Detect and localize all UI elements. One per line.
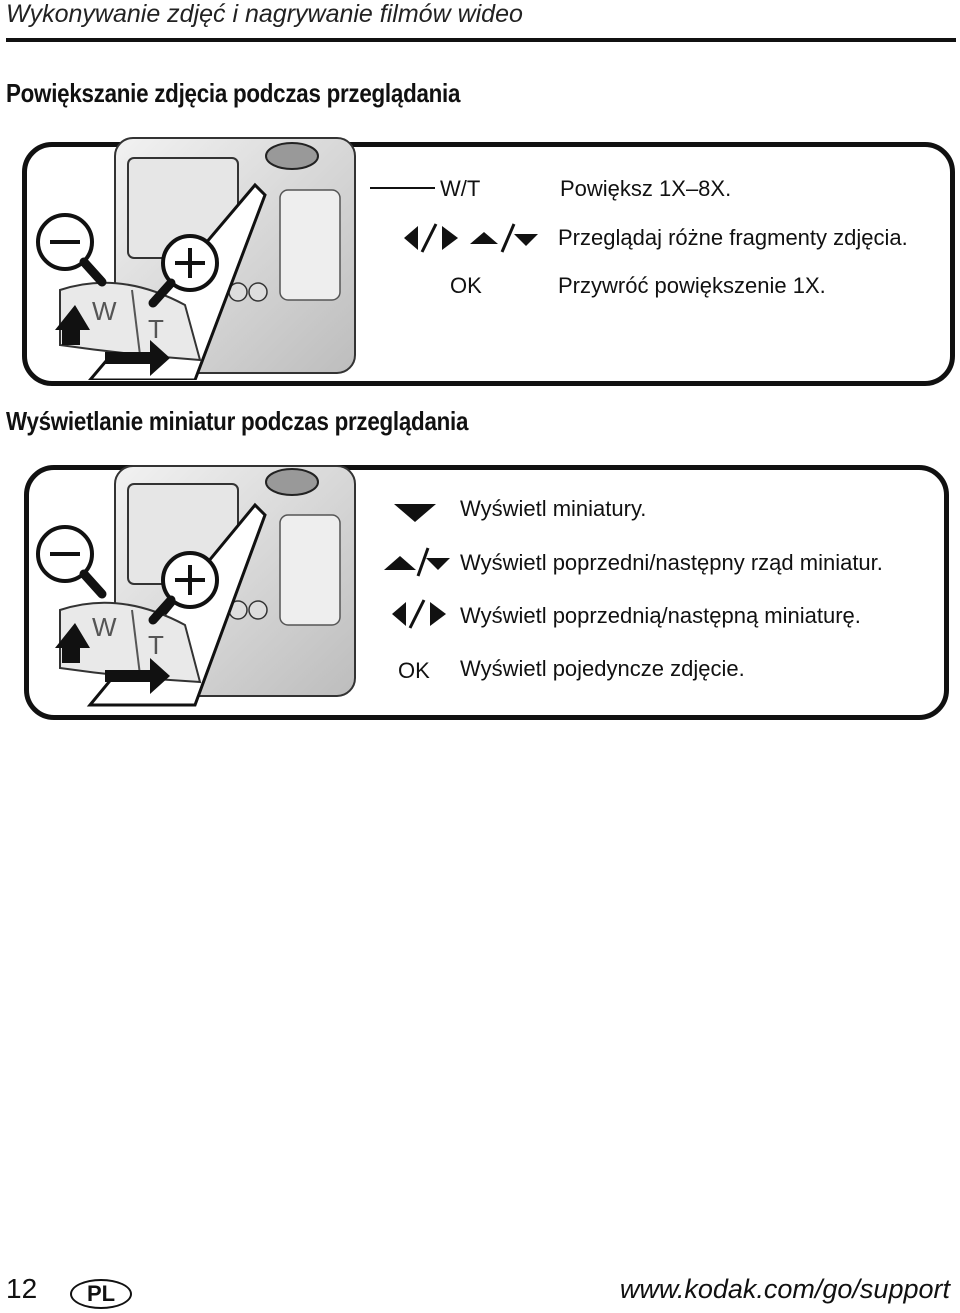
key-ok-thumbnails: OK	[398, 658, 430, 683]
left-right-arrows-icon	[392, 599, 446, 629]
wt-leader-line	[370, 187, 435, 189]
camera-zoom-illustration: W T	[36, 137, 356, 380]
key-ok-zoom: OK	[450, 273, 482, 298]
desc-pan: Przeglądaj różne fragmenty zdjęcia.	[558, 225, 908, 250]
camera-thumbnails-illustration: W T	[36, 465, 356, 707]
down-arrow-icon	[394, 504, 436, 522]
desc-thumb-nav: Wyświetl poprzednią/następną miniaturę.	[460, 603, 861, 628]
tele-label: T	[148, 314, 164, 344]
support-url: www.kodak.com/go/support	[619, 1274, 950, 1304]
header-rule	[6, 38, 956, 42]
desc-row-nav: Wyświetl poprzedni/następny rząd miniatu…	[460, 550, 883, 575]
desc-zoom-range: Powiększ 1X–8X.	[560, 176, 732, 201]
header-title: Wykonywanie zdjęć i nagrywanie filmów wi…	[6, 0, 523, 28]
desc-reset-zoom: Przywróć powiększenie 1X.	[558, 273, 826, 298]
up-down-arrows-icon	[384, 547, 450, 577]
wide-label-2: W	[92, 612, 117, 642]
section-title-zoom: Powiększanie zdjęcia podczas przeglądani…	[6, 78, 461, 108]
left-right-up-down-arrows-icon	[404, 223, 538, 253]
language-badge: PL	[70, 1279, 132, 1309]
desc-single-photo: Wyświetl pojedyncze zdjęcie.	[460, 656, 745, 681]
desc-show-thumbnails: Wyświetl miniatury.	[460, 496, 647, 521]
page-number: 12	[6, 1273, 38, 1304]
section-title-thumbnails: Wyświetlanie miniatur podczas przeglądan…	[6, 406, 469, 436]
tele-label-2: T	[148, 630, 164, 660]
key-wt: W/T	[440, 176, 481, 201]
wide-label: W	[92, 296, 117, 326]
